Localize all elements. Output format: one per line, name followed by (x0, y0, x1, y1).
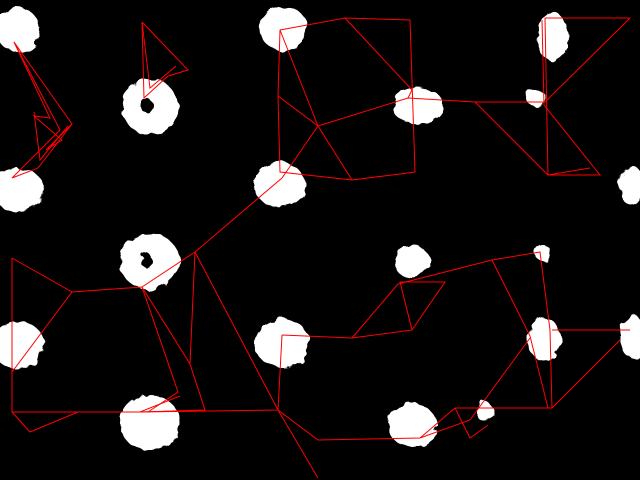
red-edge-line (419, 337, 531, 439)
red-edge-line (547, 167, 591, 176)
red-edge-line (141, 21, 177, 89)
red-edge-line (189, 251, 196, 365)
red-edge-line (11, 257, 73, 374)
white-blob (0, 321, 44, 369)
red-edge-line (551, 339, 621, 409)
red-edge-line (281, 281, 446, 339)
white-blob (388, 403, 436, 447)
white-blob (535, 245, 551, 261)
white-blob (392, 88, 444, 124)
red-edge-line (141, 286, 179, 413)
white-blob (477, 402, 493, 422)
blob-hole (140, 253, 152, 267)
red-edge-line (277, 409, 319, 479)
white-blob (254, 163, 306, 207)
red-edge-line (277, 17, 416, 181)
red-edge-line (454, 407, 489, 439)
red-edge-line (11, 41, 73, 179)
red-edge-line (351, 251, 553, 409)
white-blob (0, 8, 40, 52)
red-edge-line (474, 101, 549, 176)
white-blobs (0, 6, 640, 451)
white-blob (0, 168, 44, 212)
red-graph-edges (11, 17, 631, 479)
red-edge-line (541, 17, 602, 176)
white-blob (259, 6, 307, 50)
red-edge-line (281, 125, 319, 179)
red-edge-line (141, 21, 189, 100)
blob-hole (140, 98, 152, 112)
white-blob (620, 166, 640, 206)
white-blob (620, 314, 640, 358)
red-edge-line (344, 17, 413, 99)
red-edge-line (491, 259, 549, 409)
white-blob (536, 12, 568, 60)
white-blob (529, 318, 561, 362)
red-edge-line (13, 41, 73, 151)
red-edge-line (33, 111, 69, 162)
white-blob (526, 90, 546, 106)
red-edge-line (317, 125, 353, 181)
red-edge-line (11, 411, 79, 433)
white-blob (394, 246, 430, 278)
white-blob (120, 395, 180, 451)
